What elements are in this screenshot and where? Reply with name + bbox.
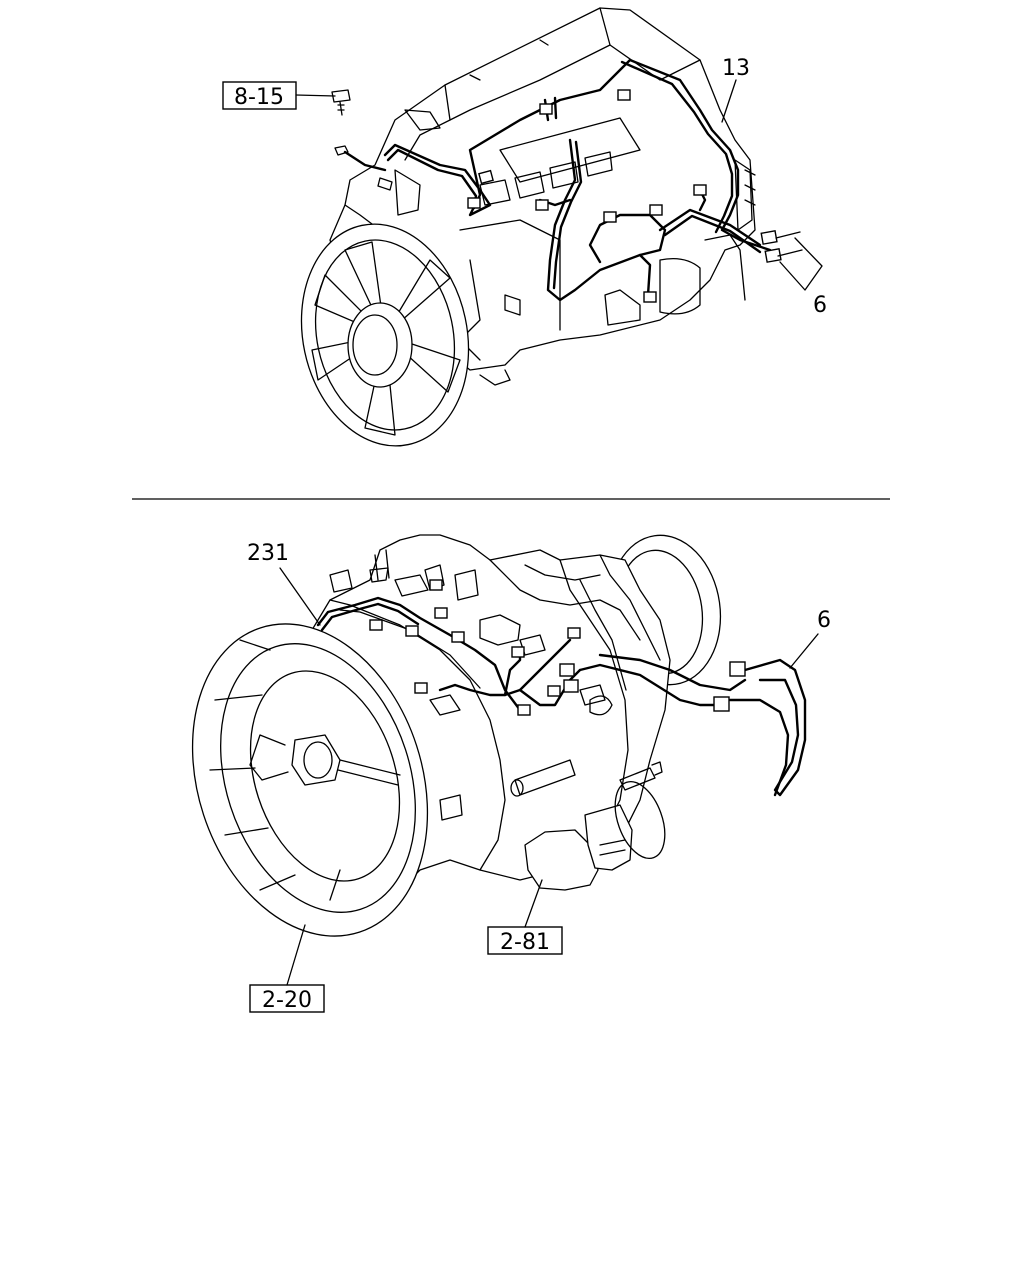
callout-label: 231 [247, 541, 289, 566]
transmission-assembly-illustration [191, 534, 722, 937]
callout-2-20: 2-20 [249, 924, 325, 1013]
callout-2-81: 2-81 [487, 879, 563, 955]
callout-6-bottom: 6 [789, 608, 831, 669]
callout-6-top: 6 [779, 237, 827, 318]
ref-box [487, 926, 563, 955]
callout-label: 13 [722, 56, 750, 81]
callout-label: 6 [813, 293, 827, 318]
callout-13: 13 [721, 56, 750, 123]
callout-label: 2-20 [262, 988, 312, 1013]
ref-box [249, 984, 325, 1013]
callout-231: 231 [247, 541, 321, 626]
callout-8-15: 8-15 [222, 81, 336, 110]
connector-block [713, 696, 730, 712]
connector-block [729, 661, 746, 677]
callout-label: 8-15 [234, 85, 284, 110]
engine-assembly-illustration [300, 7, 756, 447]
engine-wiring-harness [331, 58, 803, 303]
ref-box [222, 81, 297, 110]
callout-label: 6 [817, 608, 831, 633]
callout-label: 2-81 [500, 930, 550, 955]
transmission-wiring-harness [316, 579, 807, 797]
